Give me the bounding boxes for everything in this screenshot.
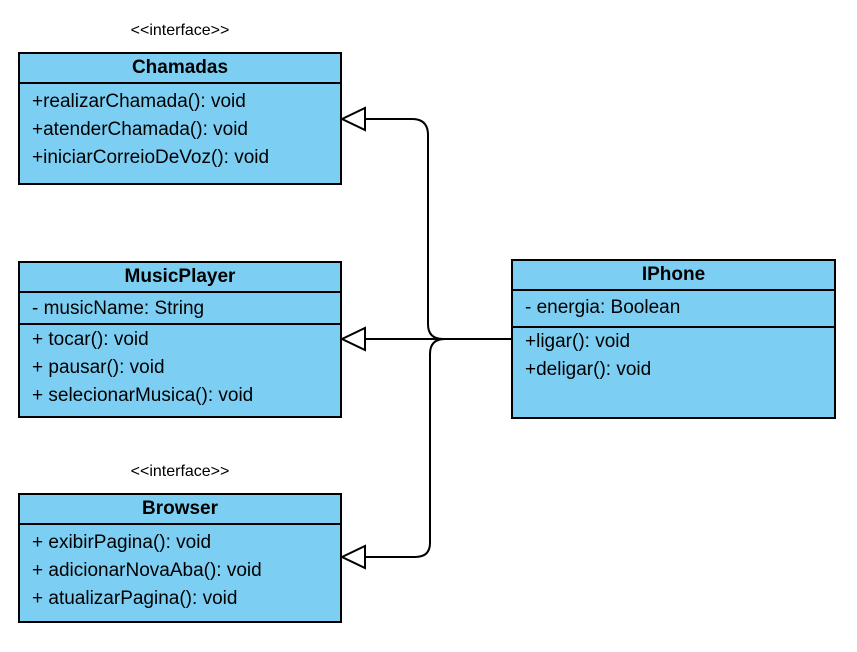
class-musicplayer-methods: + tocar(): void + pausar(): void + selec… xyxy=(20,325,340,410)
method-row: + atualizarPagina(): void xyxy=(32,588,238,609)
attribute-row: - musicName: String xyxy=(32,298,205,319)
class-browser-methods: + exibirPagina(): void + adicionarNovaAb… xyxy=(20,525,340,613)
class-iphone-methods: +ligar(): void +deligar(): void xyxy=(513,328,834,384)
edge-iphone-to-chamadas xyxy=(364,118,511,340)
method-row: +deligar(): void xyxy=(525,359,652,380)
arrowhead-musicplayer xyxy=(339,326,366,352)
method-row: +iniciarCorreioDeVoz(): void xyxy=(32,147,270,168)
class-musicplayer-name: MusicPlayer xyxy=(20,263,340,293)
method-row: + exibirPagina(): void xyxy=(32,532,212,553)
class-iphone-name: IPhone xyxy=(513,261,834,291)
arrowhead-browser xyxy=(339,544,366,570)
method-row: +ligar(): void xyxy=(525,331,631,352)
method-row: + adicionarNovaAba(): void xyxy=(32,560,262,581)
method-row: + tocar(): void xyxy=(32,329,149,350)
browser-stereotype: <<interface>> xyxy=(130,463,230,480)
class-browser-name: Browser xyxy=(20,495,340,525)
class-browser[interactable]: Browser + exibirPagina(): void + adicion… xyxy=(18,493,342,623)
method-row: +realizarChamada(): void xyxy=(32,91,246,112)
class-musicplayer[interactable]: MusicPlayer - musicName: String + tocar(… xyxy=(18,261,342,418)
edge-iphone-to-browser xyxy=(364,338,511,558)
attribute-row: - energia: Boolean xyxy=(525,297,681,318)
class-iphone-attributes: - energia: Boolean xyxy=(513,291,834,328)
method-row: + pausar(): void xyxy=(32,357,165,378)
arrowhead-chamadas xyxy=(339,106,366,132)
class-chamadas-name: Chamadas xyxy=(20,54,340,84)
class-chamadas[interactable]: Chamadas +realizarChamada(): void +atend… xyxy=(18,52,342,185)
chamadas-stereotype: <<interface>> xyxy=(130,22,230,39)
method-row: + selecionarMusica(): void xyxy=(32,385,254,406)
class-musicplayer-attributes: - musicName: String xyxy=(20,293,340,325)
class-iphone[interactable]: IPhone - energia: Boolean +ligar(): void… xyxy=(511,259,836,419)
class-chamadas-methods: +realizarChamada(): void +atenderChamada… xyxy=(20,84,340,172)
method-row: +atenderChamada(): void xyxy=(32,119,248,140)
